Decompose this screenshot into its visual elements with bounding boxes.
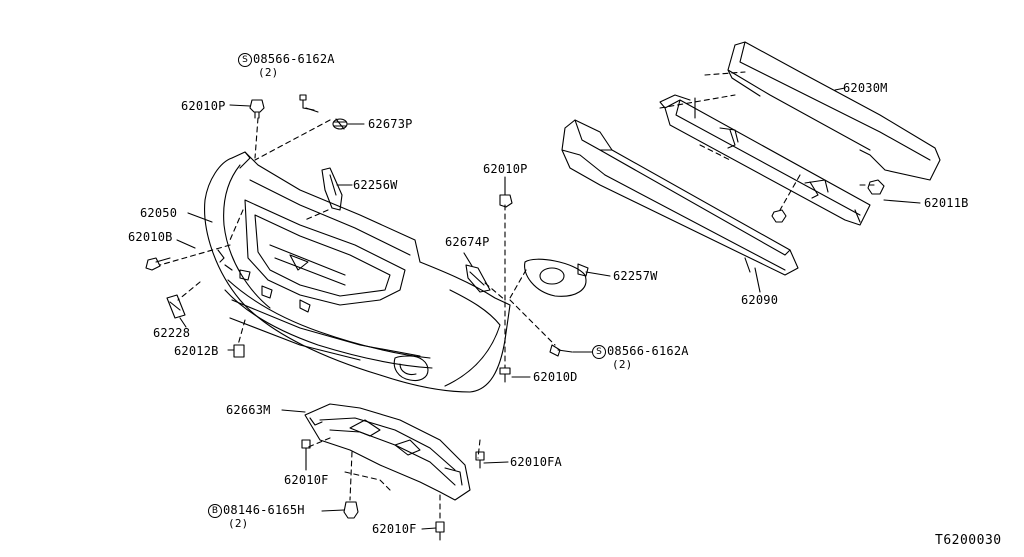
label-62010f-b: 62010F bbox=[372, 522, 417, 536]
label-62010fa: 62010FA bbox=[510, 455, 562, 469]
qty-08566-6162a-mid: (2) bbox=[612, 358, 633, 371]
label-62090: 62090 bbox=[741, 293, 779, 307]
undercover-62663m-drawing bbox=[304, 403, 471, 501]
bolt-62010b bbox=[145, 257, 171, 271]
clip-62012b bbox=[233, 344, 245, 358]
label-62674p: 62674P bbox=[445, 235, 490, 249]
leader-lines bbox=[159, 71, 879, 521]
label-62228: 62228 bbox=[153, 326, 191, 340]
label-62010d: 62010D bbox=[533, 370, 578, 384]
label-62030m: 62030M bbox=[843, 81, 888, 95]
label-62050: 62050 bbox=[140, 206, 178, 220]
label-62010b: 62010B bbox=[128, 230, 173, 244]
callout-b-marker: B bbox=[208, 504, 222, 518]
label-08566-6162a-mid: 08566-6162A bbox=[607, 344, 689, 358]
label-62256w: 62256W bbox=[353, 178, 398, 192]
bumper-fascia-drawing bbox=[204, 151, 511, 393]
nut-62011b bbox=[867, 179, 885, 195]
label-62011b: 62011B bbox=[924, 196, 969, 210]
nut-62011b-lower bbox=[771, 209, 787, 223]
absorber-62090-drawing bbox=[561, 119, 799, 276]
label-62663m: 62663M bbox=[226, 403, 271, 417]
bracket-62256w bbox=[321, 167, 343, 211]
screw-62010f-a bbox=[301, 439, 311, 461]
label-lines bbox=[176, 87, 921, 530]
screw-08566-top bbox=[299, 94, 319, 113]
diagram-id: T6200030 bbox=[935, 533, 1002, 548]
clip-62010p-mid bbox=[499, 194, 513, 208]
label-62257w: 62257W bbox=[613, 269, 658, 283]
reinforcement-62030m-drawing bbox=[659, 41, 941, 226]
label-08146-6165h: 08146-6165H bbox=[223, 503, 305, 517]
grommet-62673p bbox=[332, 118, 348, 130]
qty-08146-6165h: (2) bbox=[228, 517, 249, 530]
screw-08566-mid bbox=[549, 344, 573, 357]
cover-62228 bbox=[166, 294, 186, 319]
screw-62010d bbox=[499, 367, 511, 383]
bracket-62674p bbox=[465, 264, 491, 293]
clip-62010p-top bbox=[249, 99, 265, 119]
callout-s-marker-top: S bbox=[238, 53, 252, 67]
bolt-08146 bbox=[343, 501, 359, 519]
label-62012b: 62012B bbox=[174, 344, 219, 358]
label-08566-6162a-top: 08566-6162A bbox=[253, 52, 335, 66]
screw-62010f-b bbox=[435, 521, 445, 541]
fog-cover-62257w bbox=[524, 258, 589, 297]
label-62673p: 62673P bbox=[368, 117, 413, 131]
callout-s-marker-mid: S bbox=[592, 345, 606, 359]
label-62010f-a: 62010F bbox=[284, 473, 329, 487]
label-62010p-top: 62010P bbox=[181, 99, 226, 113]
label-62010p-mid: 62010P bbox=[483, 162, 528, 176]
screw-62010fa bbox=[475, 451, 485, 469]
qty-08566-6162a-top: (2) bbox=[258, 66, 279, 79]
